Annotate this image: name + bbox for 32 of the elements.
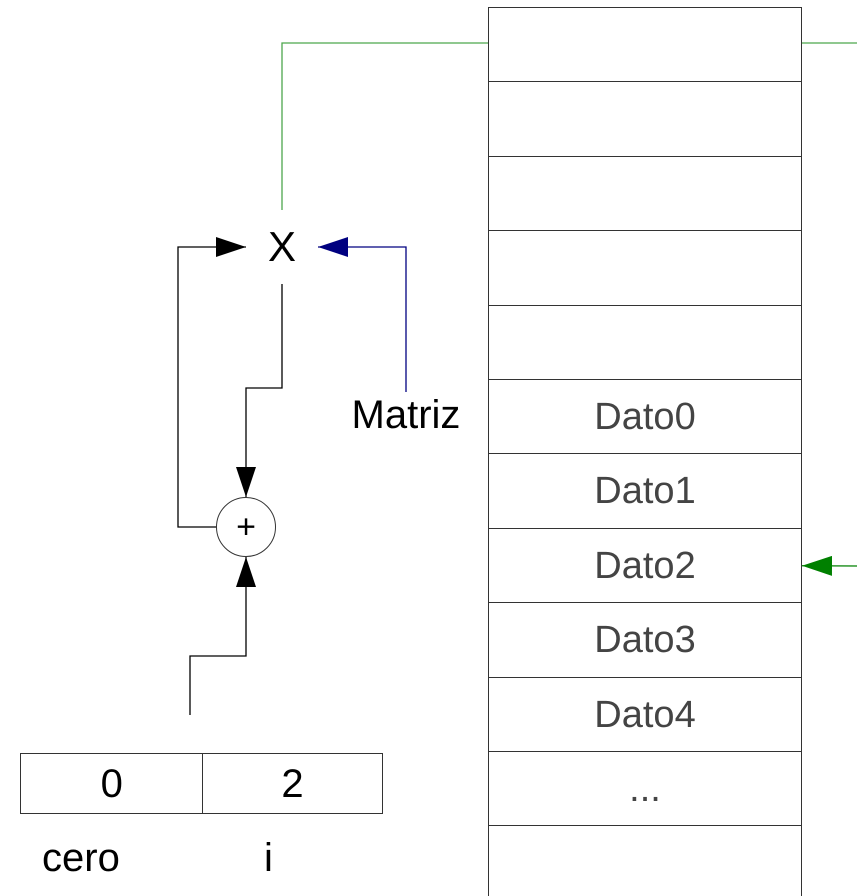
memory-cell xyxy=(488,230,802,306)
memory-cell xyxy=(488,825,802,896)
memory-cell xyxy=(488,453,802,530)
register-cell xyxy=(202,753,383,814)
cell-text: 0 xyxy=(100,764,123,804)
cell-text: Dato2 xyxy=(594,546,696,585)
register-label: i xyxy=(264,838,273,878)
arrow xyxy=(177,237,246,528)
register-label: cero xyxy=(42,838,120,878)
memory-cell xyxy=(488,379,802,455)
memory-cell xyxy=(488,304,802,380)
memory-cell xyxy=(488,602,802,678)
arrow xyxy=(802,556,857,576)
memory-cell xyxy=(488,751,802,827)
cell-text: Dato3 xyxy=(594,621,696,660)
cell-text: 2 xyxy=(281,764,304,804)
register-cell xyxy=(20,753,204,814)
memory-cell xyxy=(488,156,802,232)
cell-text: Dato0 xyxy=(594,398,696,436)
cell-text: Dato4 xyxy=(594,696,696,734)
arrow xyxy=(189,557,256,715)
memory-cell xyxy=(488,528,802,604)
plus-sign: + xyxy=(236,510,256,544)
multiply-label: X xyxy=(246,210,318,284)
arrow xyxy=(318,237,407,392)
cell-text: ... xyxy=(629,770,661,808)
memory-cell xyxy=(488,676,802,752)
memory-cell xyxy=(488,81,802,158)
memory-cell xyxy=(488,7,802,83)
arrow xyxy=(236,284,283,497)
cell-text: Dato1 xyxy=(594,472,696,510)
matrix-label: Matriz xyxy=(338,392,474,438)
